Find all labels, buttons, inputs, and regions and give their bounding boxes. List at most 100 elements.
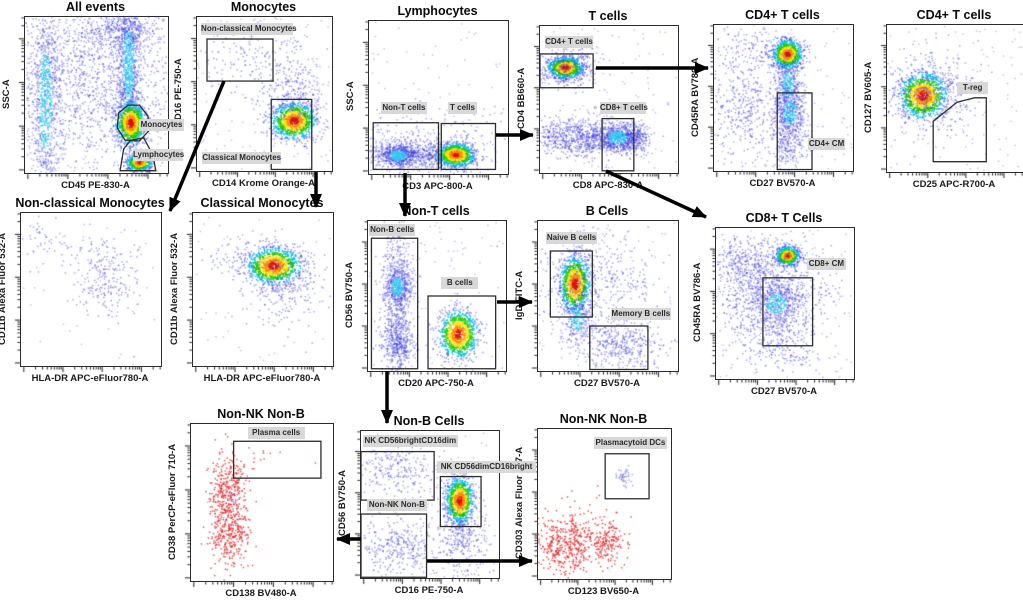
- gate-outline: [589, 325, 649, 371]
- gate-outline: [440, 122, 497, 171]
- gate-outline: [370, 237, 419, 370]
- scatter-canvas: [530, 421, 679, 587]
- plot-title: T cells: [588, 9, 628, 23]
- x-axis-label: CD138 BV480-A: [225, 588, 297, 599]
- y-axis-label: IgD FITC-A: [514, 270, 525, 320]
- gate-overlay: [776, 92, 813, 171]
- gate-outline: [360, 513, 428, 578]
- plot-title: Monocytes: [230, 0, 297, 14]
- gate-label: Plasmacytoid DCs: [593, 436, 667, 449]
- plot-monocytes: Monocytes CD16 PE-750-A Non-classical Mo…: [173, 0, 340, 189]
- gate-label: CD4+ CM: [807, 138, 846, 151]
- gate-label: Non-B cells: [369, 224, 415, 236]
- plot-title: CD8+ T Cells: [745, 211, 823, 225]
- gate-label: T-reg: [957, 81, 989, 94]
- plot-non-classical-monocytes: Non-classical Monocytes CD11b Alexa Fluo…: [0, 196, 169, 384]
- gate-label: Non-NK Non-B: [366, 498, 428, 511]
- plot-frame: T-reg: [879, 17, 1023, 180]
- y-axis-label: CD56 BV750-A: [344, 262, 355, 328]
- plot-cd8-t-cells: CD8+ T Cells CD45RA BV786-A CD8+ CM CD27…: [692, 211, 862, 397]
- x-axis-label: CD3 APC-800-A: [402, 181, 473, 192]
- plot-title: Non-T cells: [402, 204, 470, 218]
- gate-label: CD8+ T cells: [600, 101, 648, 114]
- plot-classical-monocytes: Classical Monocytes CD11b Alexa Fluor 53…: [169, 196, 341, 384]
- gate-outline: [270, 98, 313, 171]
- gate-overlay: [549, 250, 649, 371]
- plot-title: Non-B Cells: [393, 414, 465, 428]
- plot-non-nk-non-b-plasma: Non-NK Non-B CD38 PerCP-eFluor 710-A Pla…: [167, 407, 341, 599]
- scatter-canvas: [708, 220, 862, 387]
- y-axis-label: CD45RA BV786-A: [692, 262, 703, 343]
- plot-frame: [13, 205, 169, 374]
- gate-label: Plasma cells: [247, 427, 305, 440]
- x-axis-label: CD45 PE-830-A: [61, 180, 130, 191]
- plot-title: CD4+ T cells: [916, 8, 992, 22]
- y-axis-label: CD11b Alexa Fluor 532-A: [0, 232, 8, 345]
- gate-label: Lymphocytes: [132, 148, 185, 161]
- y-axis-label: CD56 BV750-A: [337, 470, 348, 537]
- gate-overlay: [932, 97, 987, 163]
- plot-frame: CD4+ CM: [706, 17, 861, 179]
- gate-overlay: [539, 53, 635, 172]
- gate-outline: [206, 38, 274, 82]
- y-axis-label: SSC-A: [345, 81, 356, 112]
- gate-outline: [372, 122, 440, 171]
- gate-outline: [427, 295, 497, 370]
- y-axis-label: CD16 PE-750-A: [173, 58, 184, 128]
- plot-title: Non-NK Non-B: [217, 407, 305, 421]
- gate-outline: [360, 450, 435, 501]
- plot-title: Non-classical Monocytes: [15, 196, 165, 210]
- scatter-canvas: [706, 17, 861, 179]
- plot-frame: CD8+ CM: [708, 220, 862, 387]
- x-axis-label: CD27 BV570-A: [749, 178, 816, 189]
- plot-frame: [185, 205, 341, 374]
- scatter-canvas: [13, 205, 169, 374]
- gate-overlay: [604, 453, 650, 500]
- x-axis-label: CD14 Krome Orange-A: [212, 178, 315, 189]
- gate-outline: [439, 475, 482, 528]
- y-axis-label: CD11b Alexa Fluor 532-A: [169, 232, 180, 345]
- gate-outline: [119, 137, 157, 172]
- gate-outline: [601, 117, 635, 172]
- y-axis-label: SSC-A: [1, 79, 12, 109]
- scatter-canvas: [185, 205, 341, 374]
- gate-overlay: [370, 237, 497, 370]
- y-axis-label: CD38 PerCP-eFluor 710-A: [167, 443, 178, 560]
- gate-outline: [762, 277, 814, 347]
- gate-outline: [776, 92, 813, 171]
- x-axis-label: CD20 APC-750-A: [398, 378, 474, 389]
- x-axis-label: CD25 APC-R700-A: [912, 179, 996, 190]
- plot-title: Non-NK Non-B: [559, 412, 648, 426]
- x-axis-label: CD16 PE-750-A: [394, 585, 464, 596]
- gate-label: Classical Monocytes: [202, 151, 282, 164]
- plot-title: All events: [65, 0, 126, 14]
- gate-overlay: [193, 213, 333, 366]
- gate-label: Non-classical Monocytes: [201, 23, 297, 36]
- gate-overlay: [372, 122, 497, 171]
- plot-frame: Non-T cells T cells: [361, 13, 516, 182]
- gate-label: T cells: [447, 102, 478, 115]
- x-axis-label: HLA-DR APC-eFluor780-A: [203, 373, 321, 384]
- gate-outline: [232, 440, 322, 479]
- y-axis-label: CD127 BV605-A: [863, 61, 874, 134]
- plot-cd4-t-cells-memory: CD4+ T cells CD45RA BV786-A CD4+ CM CD27…: [690, 8, 861, 189]
- plot-frame: Plasma cells: [183, 416, 341, 589]
- gate-label: NK CD56brightCD16dim: [363, 434, 458, 447]
- gate-label: CD8+ CM: [807, 258, 846, 271]
- plot-non-nk-non-b-pdc: Non-NK Non-B CD303 Alexa Fluor 647-A Pla…: [514, 412, 679, 597]
- plot-title: CD4+ T cells: [745, 8, 820, 22]
- gate-outline: [539, 53, 594, 89]
- plot-cd4-t-cells-treg: CD4+ T cells CD127 BV605-A T-reg CD25 AP…: [863, 8, 1023, 190]
- x-axis-label: HLA-DR APC-eFluor780-A: [31, 373, 149, 384]
- gate-label: Monocytes: [139, 119, 184, 132]
- plot-non-b-cells: Non-B Cells CD56 BV750-A NK CD56brightCD…: [337, 414, 537, 596]
- gate-label: Non-T cells: [380, 102, 427, 115]
- gate-outline: [549, 250, 593, 318]
